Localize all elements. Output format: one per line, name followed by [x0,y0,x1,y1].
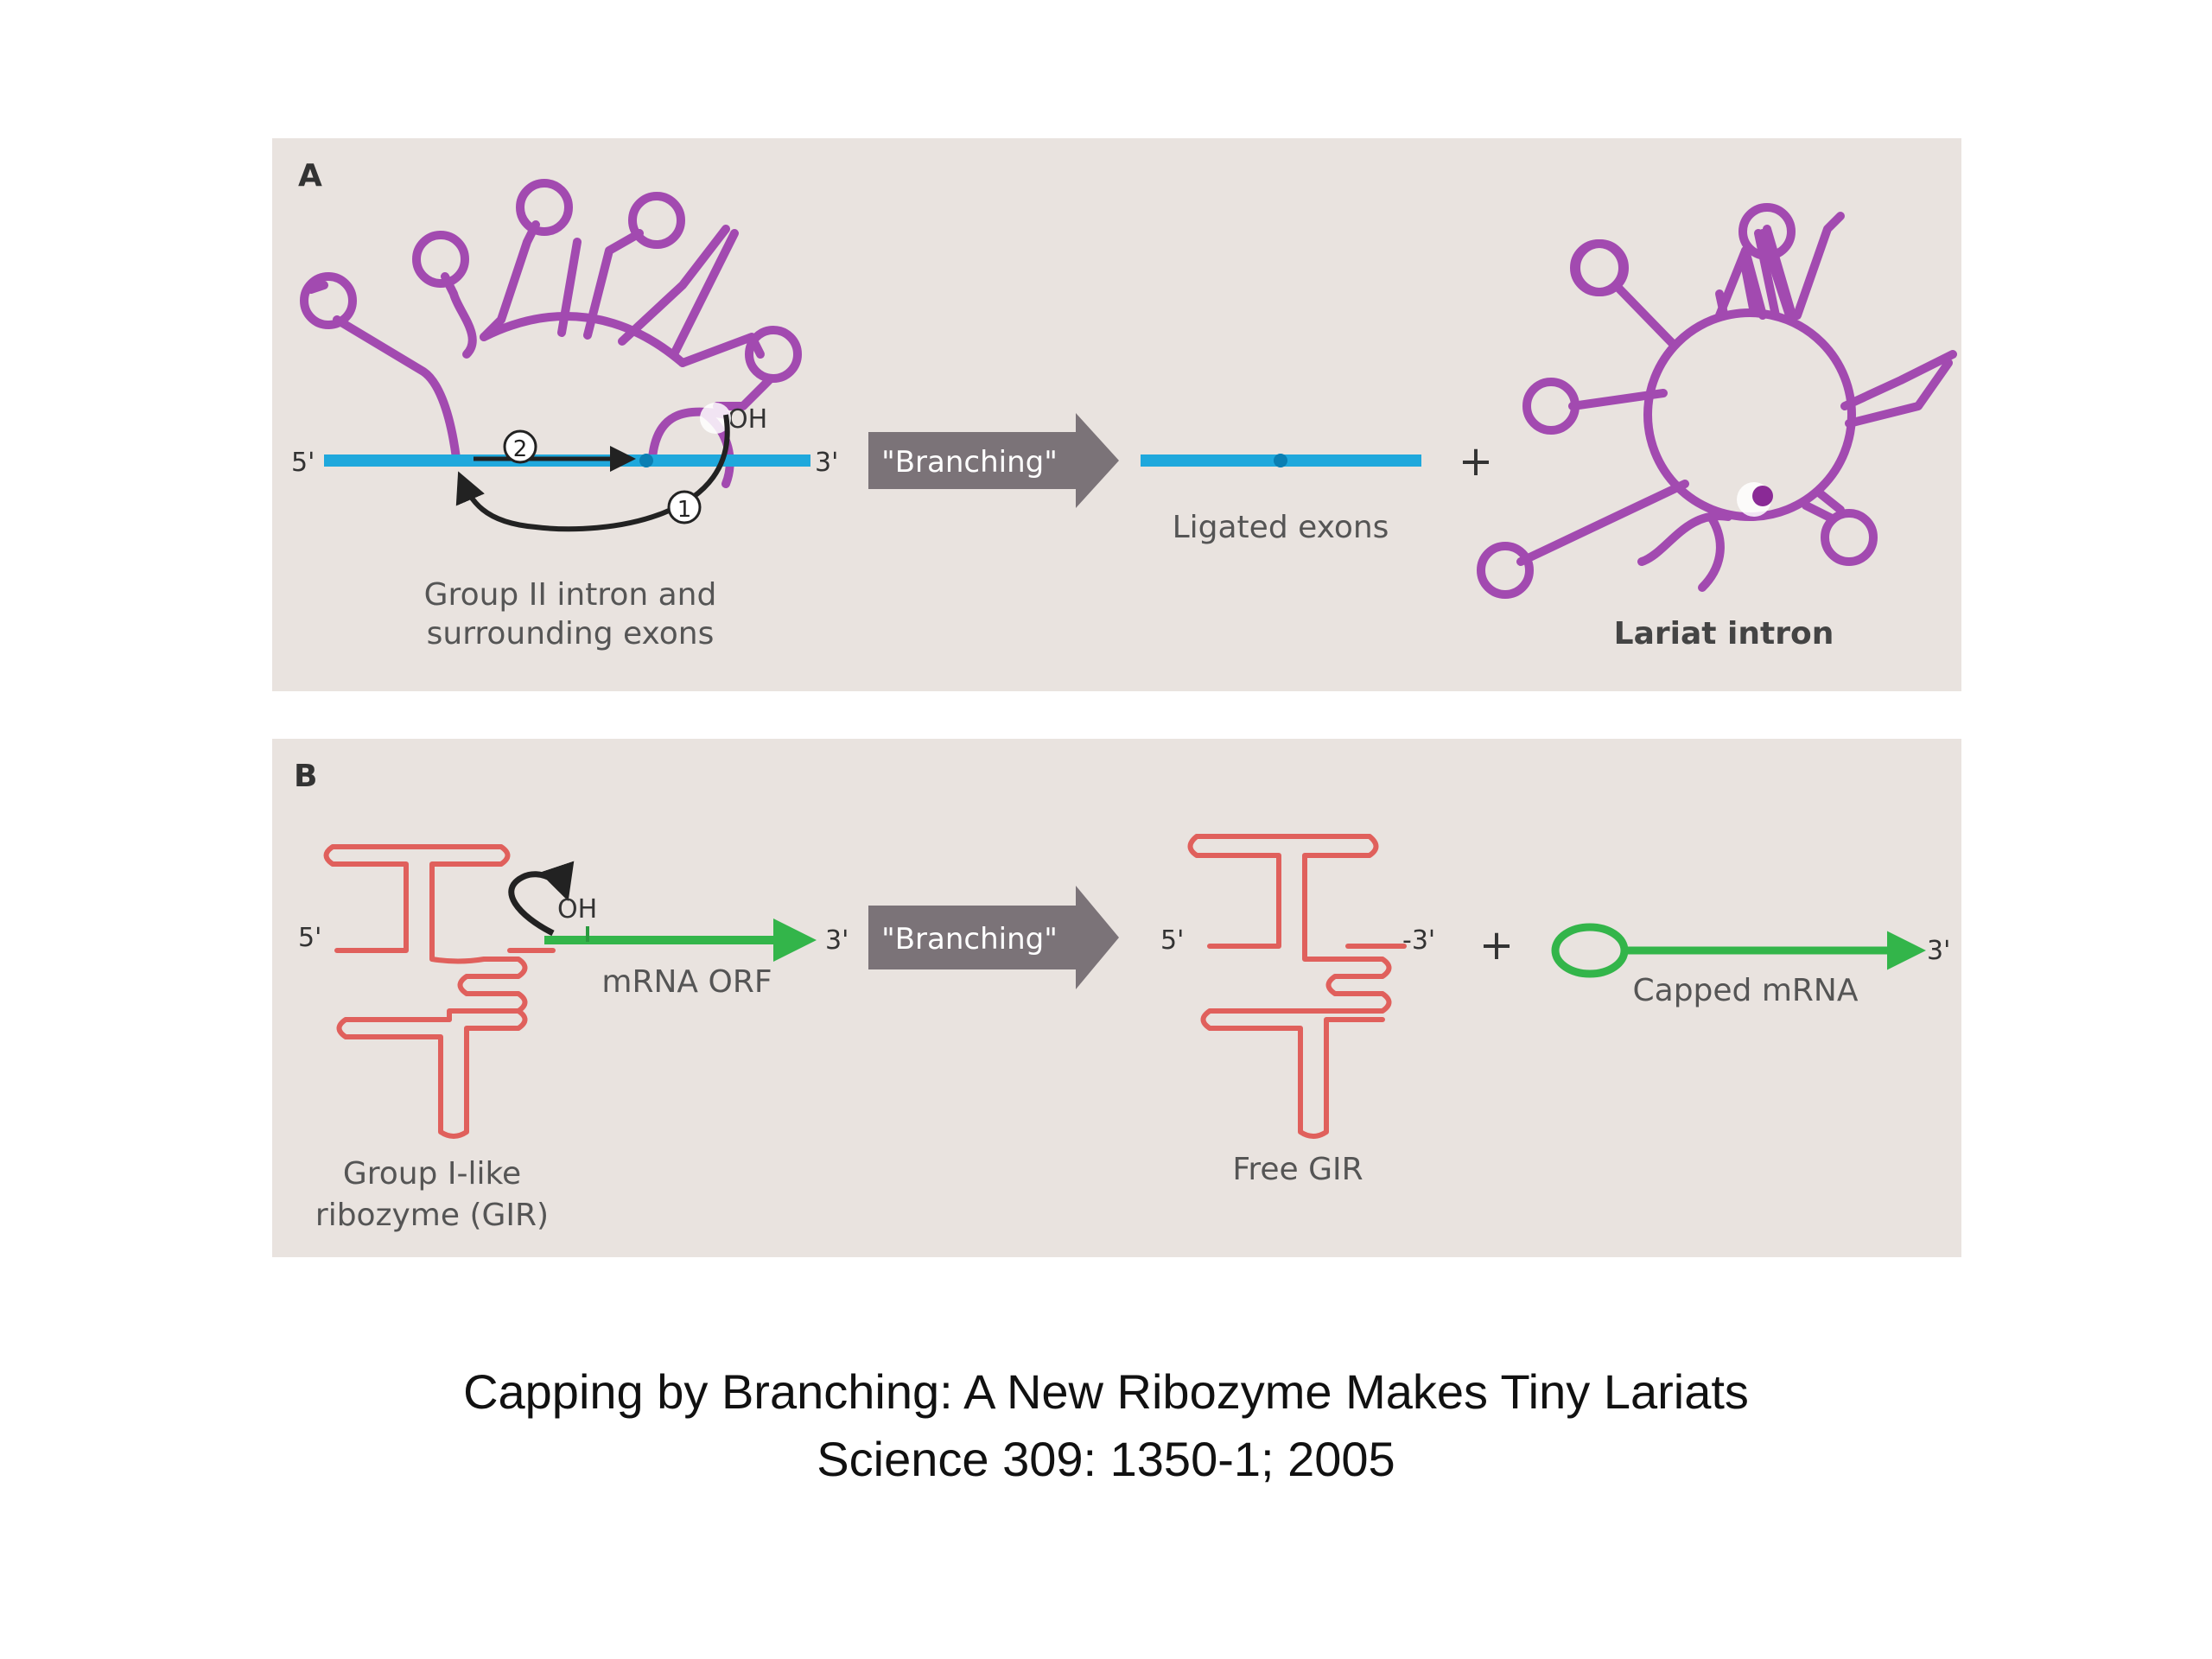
gir-caption-line-2: ribozyme (GIR) [315,1198,549,1233]
panel-b-five-prime: 5' [298,923,321,953]
step-2-marker [503,429,537,464]
group-ii-caption-line-1: Group II intron and [424,577,717,613]
panel-b-three-prime: 3' [825,925,849,956]
group-ii-caption-line-2: surrounding exons [427,616,715,652]
lariat-loop-stem-top-2 [1738,203,1796,260]
branching-arrow-b [868,886,1119,989]
caption-title: Capping by Branching: A New Ribozyme Mak… [463,1364,1749,1419]
panel-b [272,739,1961,1257]
panel-a-three-prime: 3' [815,448,838,478]
branching-arrow-b-label: "Branching" [881,922,1058,957]
step-1-marker [667,490,702,524]
lariat-intron [1477,212,1957,599]
free-gir-label: Free GIR [1232,1152,1363,1187]
free-gir-five-prime: 5' [1160,925,1184,956]
group-ii-intron [300,179,802,488]
panel-a-plus: + [1459,437,1493,486]
branching-arrow-a-label: "Branching" [881,445,1058,480]
branch-point-dot [639,454,653,467]
gir-structure [323,844,556,1139]
panel-b-label: B [294,759,317,794]
lariat-branch-point [1752,486,1773,506]
free-gir-three-prime: -3' [1402,925,1435,956]
ligated-exons-label: Ligated exons [1173,510,1389,545]
panel-b-oh-label: OH [557,894,597,925]
attack-arrow [508,861,575,937]
caption-citation: Science 309: 1350-1; 2005 [817,1432,1395,1486]
step-1-arrow [455,414,730,532]
ligation-junction [1274,454,1287,467]
mrna-orf-label: mRNA ORF [601,964,772,1000]
capped-mrna-three-prime: 3' [1927,936,1950,966]
lariat-loop-stem-top-1 [1570,239,1627,296]
branching-arrow-a [868,413,1119,508]
gir-caption-line-1: Group I-like [343,1156,521,1192]
panel-b-plus: + [1479,921,1514,969]
lariat-label: Lariat intron [1614,616,1834,652]
capped-mrna-cap-loop [1551,923,1629,978]
oh-highlight [700,403,731,434]
panel-a-five-prime: 5' [291,448,315,478]
capped-mrna-label: Capped mRNA [1633,973,1859,1008]
free-gir-structure [1187,834,1407,1139]
step-2-label: 2 [513,436,528,462]
oh-label: OH [728,404,767,435]
step-1-label: 1 [677,497,692,523]
panel-a-label: A [298,158,322,194]
